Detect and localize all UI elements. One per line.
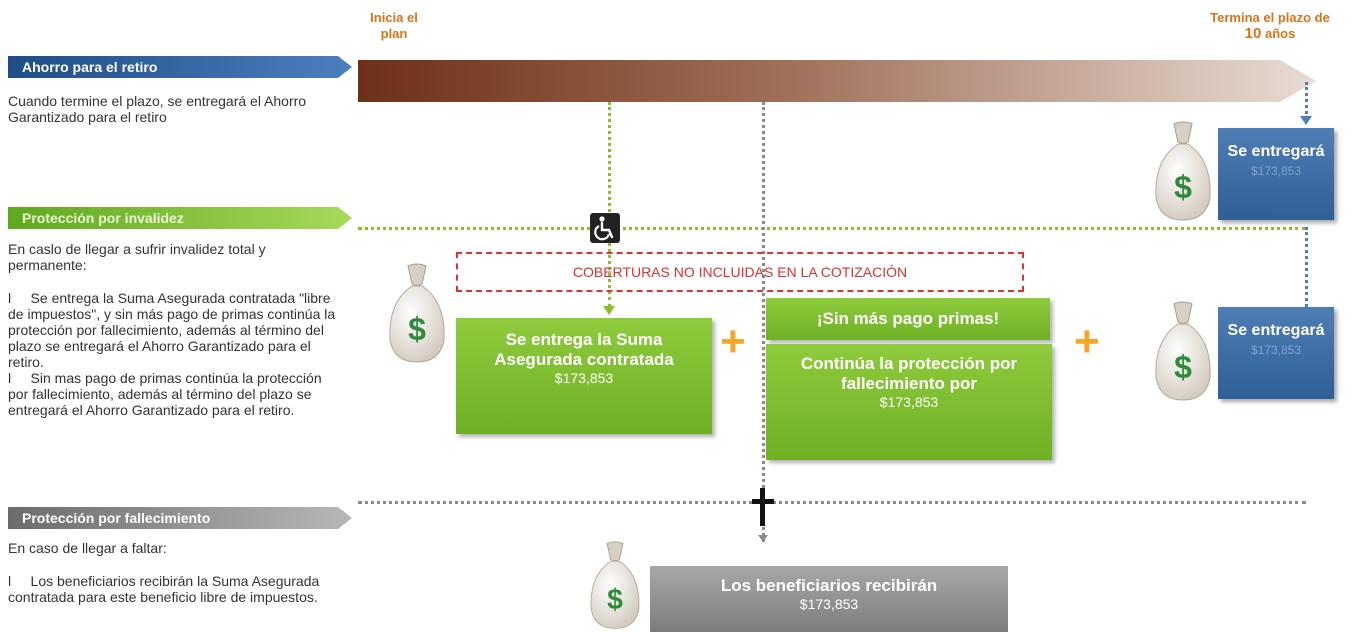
se-entregara-1-amount: $173,853	[1250, 164, 1302, 178]
invalidez-bullet-1: l Se entrega la Suma Asegurada contratad…	[8, 290, 340, 370]
invalidez-dotted-line	[358, 227, 1306, 230]
green-vertical-line	[608, 102, 611, 212]
fallecimiento-bullet-1: l Los beneficiarios recibirán la Suma As…	[8, 573, 324, 605]
dollar-sign: $	[1174, 349, 1192, 385]
banner-retiro: Ahorro para el retiro	[8, 56, 352, 78]
wheelchair-icon	[590, 213, 620, 243]
coberturas-box: COBERTURAS NO INCLUIDAS EN LA COTIZACIÓN	[456, 252, 1024, 292]
timeline-arrow	[358, 60, 1316, 102]
blue-vertical-line-mid	[1305, 227, 1308, 307]
beneficiarios-box: Los beneficiarios recibirán $173,853	[650, 566, 1008, 632]
entrega-suma-text: Se entrega la Suma Asegurada contratada	[494, 330, 674, 369]
banner-fallecimiento-title: Protección por fallecimiento	[22, 510, 211, 526]
dollar-sign: $	[1174, 169, 1192, 205]
cross-icon	[752, 488, 774, 526]
dollar-sign: $	[408, 311, 426, 347]
fallecimiento-intro: En caso de llegar a faltar:	[8, 540, 167, 556]
invalidez-bullet-2: l Sin mas pago de primas continúa la pro…	[8, 370, 326, 418]
se-entregara-1-text: Se entregará	[1227, 143, 1325, 160]
se-entregara-box-1: Se entregará $173,853	[1218, 128, 1334, 220]
gray-arrow-down-icon	[758, 535, 768, 542]
se-entregara-box-2: Se entregará $173,853	[1218, 307, 1334, 399]
money-bag-icon: $	[590, 541, 640, 629]
money-bag-icon: $	[1155, 301, 1211, 401]
se-entregara-2-text: Se entregará	[1227, 322, 1325, 339]
continua-text: Continúa la protección por fallecimiento…	[800, 354, 1018, 393]
sin-pago-box: ¡Sin más pago primas!	[766, 298, 1050, 340]
invalidez-intro: En caslo de llegar a sufrir invalidez to…	[8, 241, 266, 273]
continua-box: Continúa la protección por fallecimiento…	[766, 344, 1052, 460]
money-bag-icon: $	[1155, 121, 1211, 221]
entrega-suma-box: Se entrega la Suma Asegurada contratada …	[456, 318, 712, 434]
sin-pago-text: ¡Sin más pago primas!	[816, 309, 1000, 328]
gray-vertical-line	[762, 102, 765, 542]
fallecimiento-description: En caso de llegar a faltar: l Los benefi…	[8, 540, 348, 605]
fallecimiento-dotted-line	[358, 501, 1306, 504]
banner-retiro-title: Ahorro para el retiro	[22, 59, 158, 75]
coberturas-label: COBERTURAS NO INCLUIDAS EN LA COTIZACIÓN	[572, 264, 908, 280]
plus-icon-1: +	[720, 317, 746, 366]
end-label-suffix: años	[1264, 26, 1296, 41]
start-label: Inicia el plan	[370, 10, 418, 41]
beneficiarios-amount: $173,853	[799, 596, 859, 612]
continua-amount: $173,853	[879, 394, 939, 410]
banner-invalidez-title: Protección por invalidez	[22, 210, 184, 226]
green-arrow-down-icon	[603, 306, 615, 315]
retiro-description: Cuando termine el plazo, se entregará el…	[8, 93, 307, 125]
se-entregara-2-amount: $173,853	[1250, 343, 1302, 357]
dollar-sign: $	[607, 583, 623, 615]
end-label: Termina el plazo de 10 años	[1210, 10, 1330, 42]
beneficiarios-text: Los beneficiarios recibirán	[720, 576, 938, 595]
banner-invalidez: Protección por invalidez	[8, 207, 352, 229]
plus-icon-2: +	[1074, 317, 1100, 366]
entrega-suma-amount: $173,853	[554, 370, 614, 386]
end-label-prefix: Termina el plazo de	[1210, 10, 1330, 25]
end-years: 10	[1244, 25, 1262, 42]
green-vertical-line-2	[608, 242, 611, 308]
money-bag-icon: $	[389, 263, 445, 363]
banner-fallecimiento: Protección por fallecimiento	[8, 507, 352, 529]
blue-arrow-down-icon	[1300, 116, 1312, 125]
blue-vertical-line-top	[1305, 82, 1308, 120]
invalidez-description: En caslo de llegar a sufrir invalidez to…	[8, 241, 338, 418]
